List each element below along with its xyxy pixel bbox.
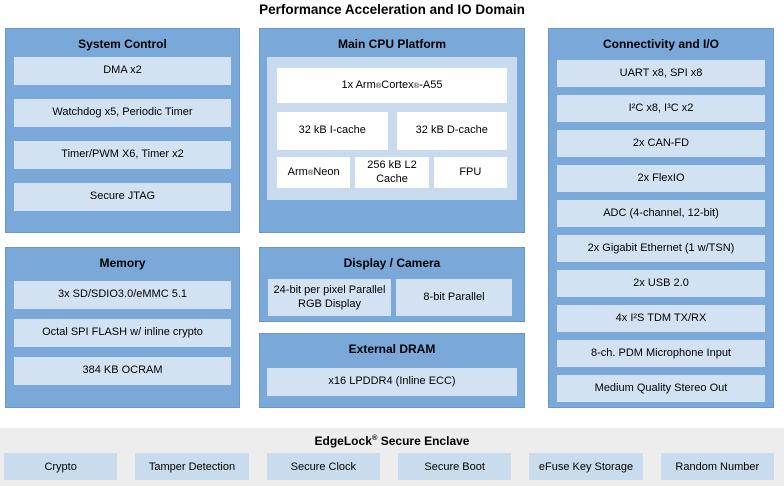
system-control-items: DMA x2 Watchdog x5, Periodic Timer Timer…	[6, 57, 239, 211]
block-timer-pwm: Timer/PWM X6, Timer x2	[14, 141, 231, 169]
panel-title-main-cpu: Main CPU Platform	[337, 37, 446, 51]
block-tamper-detection: Tamper Detection	[135, 453, 249, 480]
panel-main-cpu: Main CPU Platform 1x Arm® Cortex®-A55 32…	[259, 28, 525, 233]
block-crypto: Crypto	[4, 453, 118, 480]
secure-enclave-bar: EdgeLock® Secure Enclave Crypto Tamper D…	[0, 428, 784, 486]
block-arm-neon: Arm® Neon	[277, 157, 351, 188]
cpu-cache-row: 32 kB I-cache 32 kB D-cache	[277, 112, 507, 150]
block-icache: 32 kB I-cache	[277, 112, 388, 150]
block-secure-clock: Secure Clock	[266, 453, 380, 480]
panel-title-system-control: System Control	[78, 37, 167, 51]
block-uart-spi: UART x8, SPI x8	[557, 60, 765, 87]
panel-title-memory: Memory	[99, 256, 146, 270]
block-i2c-i3c: I²C x8, I³C x2	[557, 95, 765, 122]
block-lpddr4: x16 LPDDR4 (Inline ECC)	[267, 368, 517, 396]
block-can-fd: 2x CAN-FD	[557, 130, 765, 157]
block-fpu: FPU	[433, 157, 507, 188]
panel-system-control: System Control DMA x2 Watchdog x5, Perio…	[5, 28, 240, 233]
panel-connectivity-io: Connectivity and I/O UART x8, SPI x8 I²C…	[548, 28, 774, 408]
diagram-title: Performance Acceleration and IO Domain	[259, 2, 525, 17]
block-dma: DMA x2	[14, 57, 231, 85]
block-dcache: 32 kB D-cache	[396, 112, 507, 150]
block-adc: ADC (4-channel, 12-bit)	[557, 200, 765, 227]
cpu-unit-row: Arm® Neon 256 kB L2 Cache FPU	[277, 157, 507, 188]
block-octal-spi-flash: Octal SPI FLASH w/ inline crypto	[14, 319, 231, 347]
block-sd-sdio-emmc: 3x SD/SDIO3.0/eMMC 5.1	[14, 281, 231, 309]
external-dram-items: x16 LPDDR4 (Inline ECC)	[260, 368, 524, 396]
secure-enclave-items: Crypto Tamper Detection Secure Clock Sec…	[4, 453, 774, 480]
block-pdm-microphone: 8-ch. PDM Microphone Input	[557, 340, 765, 367]
block-usb: 2x USB 2.0	[557, 270, 765, 297]
block-cortex-a55: 1x Arm® Cortex®-A55	[277, 68, 507, 103]
cpu-inner-panel: 1x Arm® Cortex®-A55 32 kB I-cache 32 kB …	[267, 57, 517, 200]
block-secure-jtag: Secure JTAG	[14, 183, 231, 211]
display-camera-items: 24-bit per pixel Parallel RGB Display 8-…	[268, 279, 512, 316]
panel-external-dram: External DRAM x16 LPDDR4 (Inline ECC)	[259, 333, 525, 408]
block-8bit-parallel: 8-bit Parallel	[396, 279, 512, 316]
block-l2-cache: 256 kB L2 Cache	[355, 157, 429, 188]
block-random-number: Random Number	[660, 453, 774, 480]
block-watchdog: Watchdog x5, Periodic Timer	[14, 99, 231, 127]
block-parallel-rgb-display: 24-bit per pixel Parallel RGB Display	[268, 279, 391, 316]
panel-memory: Memory 3x SD/SDIO3.0/eMMC 5.1 Octal SPI …	[5, 247, 240, 408]
connectivity-items: UART x8, SPI x8 I²C x8, I³C x2 2x CAN-FD…	[549, 60, 773, 402]
panel-title-connectivity-io: Connectivity and I/O	[602, 37, 719, 51]
block-ocram: 384 KB OCRAM	[14, 357, 231, 385]
panel-title-display-camera: Display / Camera	[343, 256, 441, 270]
block-secure-boot: Secure Boot	[397, 453, 512, 480]
block-efuse-key-storage: eFuse Key Storage	[529, 453, 643, 480]
block-flexio: 2x FlexIO	[557, 165, 765, 192]
block-i2s-tdm: 4x I²S TDM TX/RX	[557, 305, 765, 332]
secure-enclave-title: EdgeLock® Secure Enclave	[314, 433, 470, 448]
block-stereo-out: Medium Quality Stereo Out	[557, 375, 765, 402]
panel-display-camera: Display / Camera 24-bit per pixel Parall…	[259, 247, 525, 322]
panel-title-external-dram: External DRAM	[348, 342, 436, 356]
memory-items: 3x SD/SDIO3.0/eMMC 5.1 Octal SPI FLASH w…	[6, 281, 239, 385]
block-gigabit-ethernet: 2x Gigabit Ethernet (1 w/TSN)	[557, 235, 765, 262]
